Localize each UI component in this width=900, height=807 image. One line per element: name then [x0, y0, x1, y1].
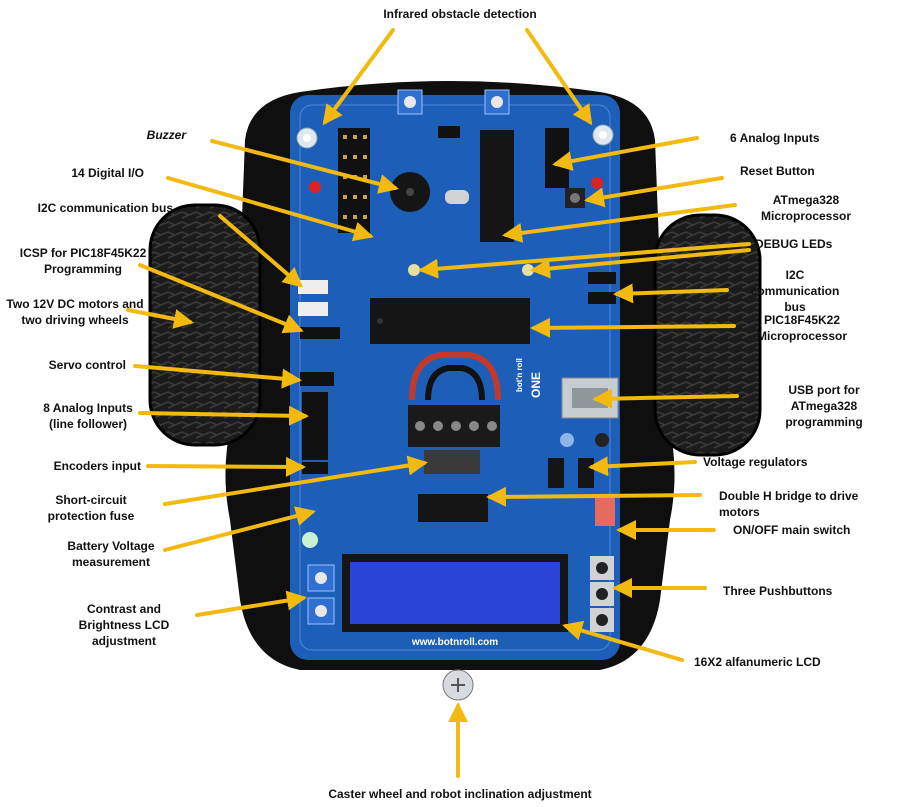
left-wheel: [148, 203, 262, 447]
arrow-hbridge: [486, 486, 702, 507]
label-pushbuttons: Three Pushbuttons: [723, 584, 833, 598]
label-icsp: ICSP for PIC18F45K22 Programming: [19, 246, 147, 276]
label-regulators: Voltage regulators: [703, 455, 808, 469]
label-analog8: 8 Analog Inputs (line follower): [43, 401, 133, 431]
arrow-ir-left: [322, 28, 395, 126]
label-motors: Two 12V DC motors and two driving wheels: [6, 297, 144, 327]
label-atmega: ATmega328 Microprocessor: [760, 193, 852, 223]
label-digital-io: 14 Digital I/O: [71, 166, 144, 180]
arrow-i2c-left: [218, 214, 304, 288]
arrow-analog6: [552, 136, 699, 171]
arrow-regulators: [588, 456, 697, 477]
arrow-i2c-right: [613, 283, 729, 304]
arrow-motors: [126, 308, 194, 329]
label-contrast: Contrast and Brightness LCD adjustment: [78, 602, 170, 648]
label-fuse: Short-circuit protection fuse: [47, 493, 135, 523]
label-servo: Servo control: [48, 358, 126, 372]
arrow-usb: [592, 388, 739, 409]
label-analog6: 6 Analog Inputs: [730, 131, 820, 145]
label-reset: Reset Button: [740, 164, 815, 178]
label-switch: ON/OFF main switch: [733, 523, 851, 537]
label-battery: Battery Voltage measurement: [67, 539, 155, 569]
label-encoders: Encoders input: [53, 459, 141, 473]
arrow-battery: [163, 506, 316, 552]
label-buzzer: Buzzer: [146, 128, 186, 142]
ir-sensor-left: [296, 127, 318, 149]
atmega-chip: [480, 130, 514, 242]
arrow-ir-right: [525, 28, 593, 126]
label-pic: PIC18F45K22 Microprocessor: [756, 313, 848, 343]
arrow-encoders: [146, 456, 306, 477]
board-url: www.botnroll.com: [411, 637, 498, 648]
label-ir-obstacle: Infrared obstacle detection: [383, 7, 537, 21]
arrow-pic: [530, 317, 736, 338]
arrow-fuse: [163, 455, 428, 506]
arrow-contrast: [195, 590, 307, 617]
pic-chip: [370, 298, 530, 344]
arrow-analog8: [138, 405, 309, 426]
main-switch-part: [595, 496, 615, 526]
arrow-lcd: [562, 620, 684, 662]
arrow-atmega: [502, 203, 737, 243]
arrow-buzzer: [210, 139, 399, 194]
label-debug: DEBUG LEDs: [755, 237, 833, 251]
board-brand-one: ONE: [529, 372, 543, 398]
arrow-debug-2: [530, 248, 751, 279]
label-i2c-left: I2C communication bus: [37, 201, 173, 215]
arrow-servo: [133, 364, 302, 389]
arrow-digital-io: [166, 176, 374, 242]
label-i2c-right: I2C communication bus: [750, 268, 840, 314]
label-usb: USB port for ATmega328 programming: [785, 383, 863, 429]
arrow-reset: [584, 176, 724, 208]
arrow-debug-1: [418, 242, 751, 279]
label-caster: Caster wheel and robot inclination adjus…: [328, 787, 592, 801]
label-hbridge: Double H bridge to drive motors: [719, 489, 859, 519]
board-brand: bot'n roll: [515, 358, 524, 392]
label-lcd: 16X2 alfanumeric LCD: [694, 655, 821, 669]
ir-sensor-right: [592, 124, 614, 146]
arrow-icsp: [138, 263, 304, 334]
